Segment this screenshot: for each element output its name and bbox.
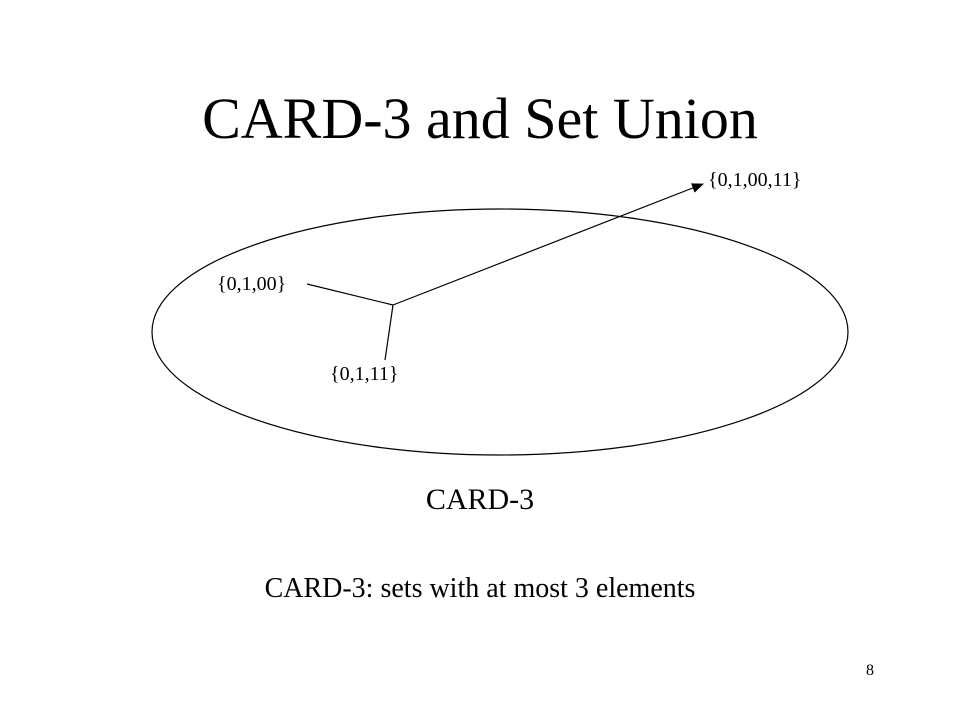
page-number: 8 xyxy=(866,662,874,679)
union-set-label: {0,1,00,11} xyxy=(708,169,801,191)
card-3-region xyxy=(151,208,849,456)
edge-set-a-to-join xyxy=(306,283,394,306)
edge-set-b-to-join xyxy=(384,304,394,361)
slide-title: CARD-3 and Set Union xyxy=(202,86,758,151)
region-label: CARD-3 xyxy=(425,483,535,516)
set-b-label: {0,1,11} xyxy=(330,363,398,385)
set-a-label: {0,1,00} xyxy=(217,273,286,295)
edge-join-to-union xyxy=(392,183,704,306)
definition-text: CARD-3: sets with at most 3 elements xyxy=(264,573,696,604)
